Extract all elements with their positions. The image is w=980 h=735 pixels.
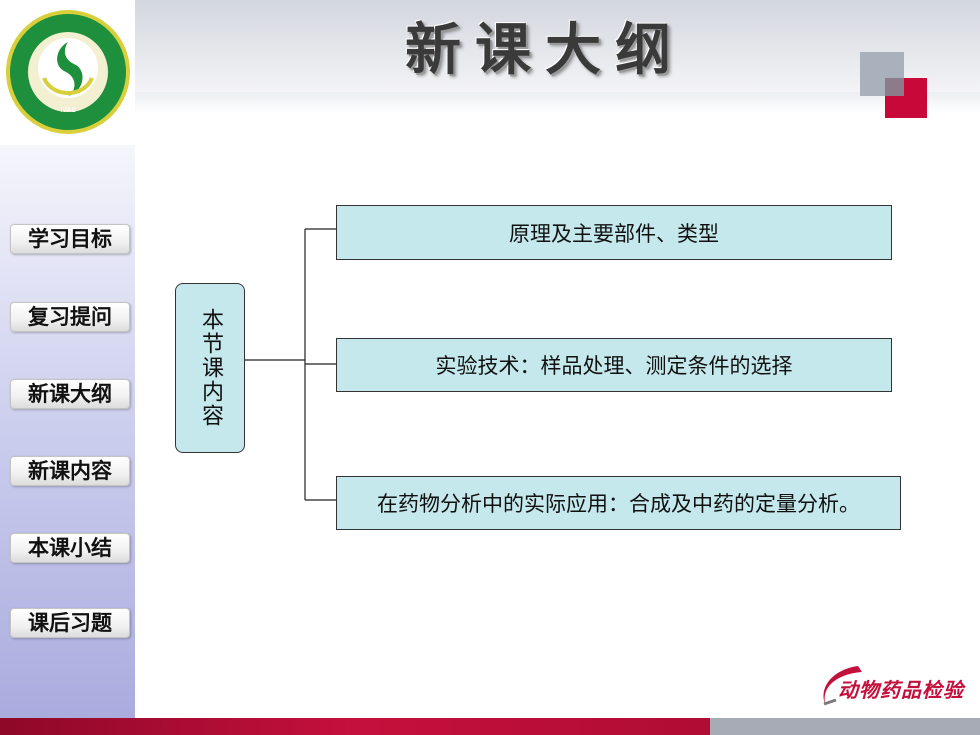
nav-summary-button[interactable]: 本课小结: [10, 533, 130, 563]
logo-area: IVAE: [0, 0, 135, 145]
nav-review-questions-button[interactable]: 复习提问: [10, 302, 130, 332]
corner-decoration-overlap: [885, 78, 904, 96]
diagram-node-label: 原理及主要部件、类型: [509, 221, 719, 246]
footer-bar-red: [0, 718, 710, 735]
nav-study-goals-button[interactable]: 学习目标: [10, 224, 130, 254]
diagram-node-principle: 原理及主要部件、类型: [336, 205, 892, 260]
diagram-node-technique: 实验技术：样品处理、测定条件的选择: [336, 338, 892, 392]
diagram-node-label: 实验技术：样品处理、测定条件的选择: [435, 354, 793, 378]
header-shade: [135, 92, 980, 114]
animal-drug-inspection-logo-icon: [823, 666, 862, 706]
nav-outline-button[interactable]: 新课大纲: [10, 379, 130, 409]
diagram-node-application: 在药物分析中的实际应用：合成及中药的定量分析。: [336, 476, 901, 530]
diagram-root-box: 本节课内容: [175, 283, 245, 453]
header-band: [135, 0, 980, 92]
page-title: 新课大纲: [405, 17, 685, 83]
svg-text:IVAE: IVAE: [60, 106, 76, 114]
diagram-root-label: 本节课内容: [198, 308, 223, 428]
footer-logo-text: 动物药品检验: [838, 678, 964, 702]
college-emblem-icon: IVAE: [6, 10, 130, 134]
nav-homework-button[interactable]: 课后习题: [10, 608, 130, 638]
footer-bar-grey: [710, 718, 980, 735]
nav-lesson-content-button[interactable]: 新课内容: [10, 456, 130, 486]
diagram-node-label: 在药物分析中的实际应用：合成及中药的定量分析。: [377, 492, 860, 516]
